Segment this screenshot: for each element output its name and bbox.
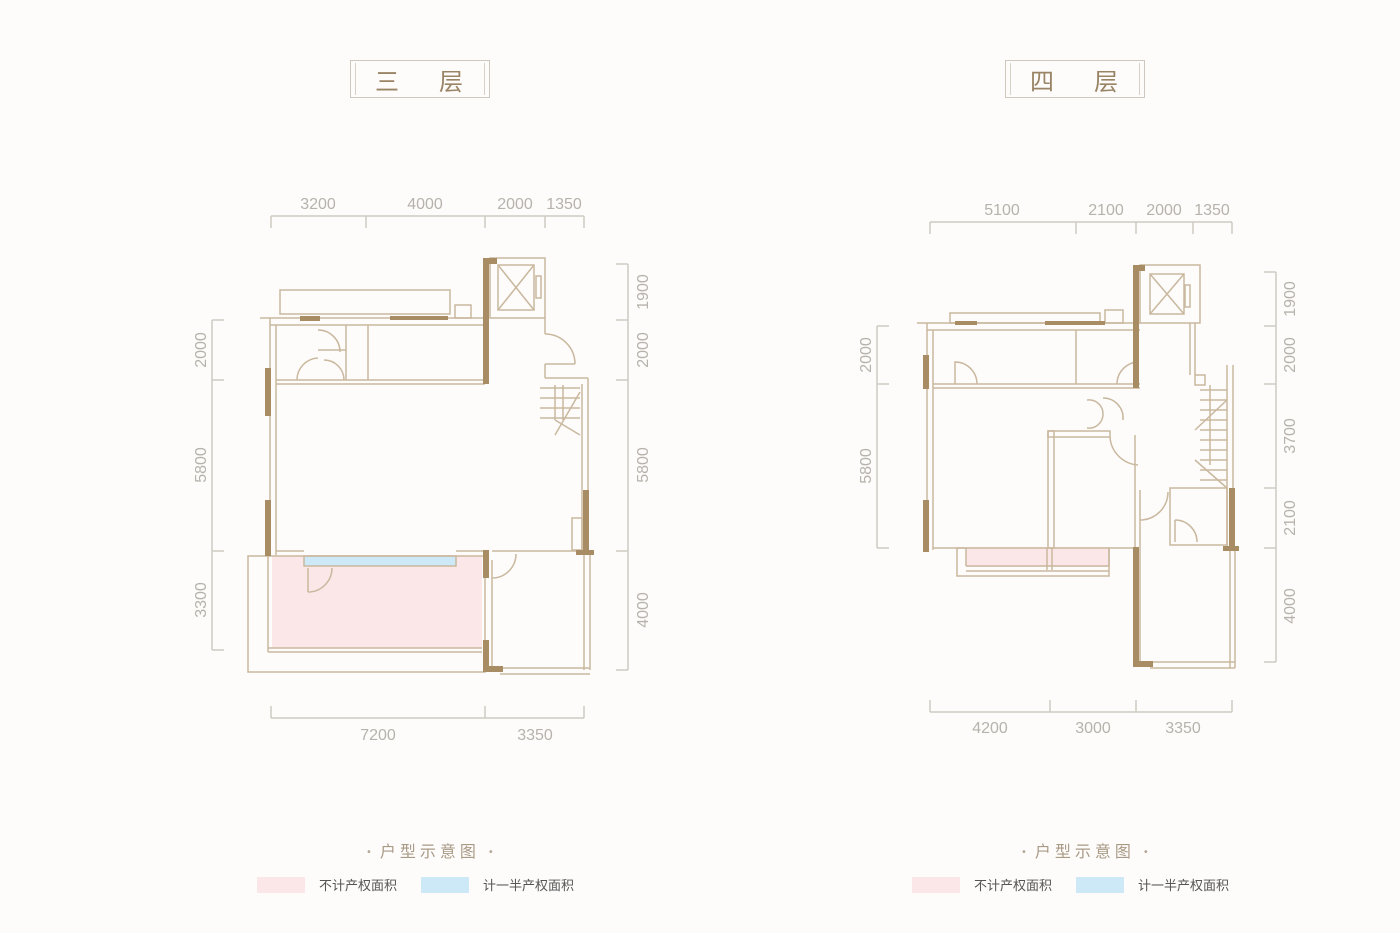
floor-4-structural-walls — [923, 265, 1239, 667]
floor-3-title-right: 层 — [439, 67, 465, 96]
floor-3-title: 三 层 — [350, 60, 490, 98]
floor-4-legend-title: •户型示意图• — [1021, 842, 1149, 861]
floor-4-title-left: 四 — [1030, 67, 1056, 96]
floor-3-title-left: 三 — [375, 67, 401, 96]
dim-top-1: 5100 — [984, 202, 1020, 219]
dim-top-3: 2000 — [497, 196, 533, 213]
dim-right-2: 2000 — [635, 332, 652, 368]
not-counted-swatch — [257, 876, 305, 893]
dim-bottom-1: 4200 — [972, 720, 1008, 737]
dim-left-2: 5800 — [858, 448, 875, 484]
half-counted-label: 计一半产权面积 — [483, 879, 575, 894]
dim-top-4: 1350 — [546, 196, 582, 213]
floor-3-plan: 3200 4000 2000 1350 7200 3350 2000 5800 … — [193, 196, 652, 744]
dim-left-1: 2000 — [858, 337, 875, 373]
floor-4-plan: 5100 2100 2000 1350 4200 3000 3350 2000 … — [858, 202, 1299, 737]
floor-4-panel: 四 层 5100 2100 2000 1350 4200 3000 3350 — [655, 0, 1355, 933]
dim-top-1: 3200 — [300, 196, 336, 213]
dim-right-3: 3700 — [1282, 418, 1299, 454]
dim-top-3: 2000 — [1146, 202, 1182, 219]
floor-3-legend-title: •户型示意图• — [366, 842, 494, 861]
floor-4-walls — [917, 264, 1236, 669]
dim-top-2: 2100 — [1088, 202, 1124, 219]
dim-top-4: 1350 — [1194, 202, 1230, 219]
half-counted-swatch — [421, 876, 470, 893]
half-counted-label: 计一半产权面积 — [1138, 879, 1230, 894]
dim-bottom-1: 7200 — [360, 727, 396, 744]
dim-bottom-2: 3000 — [1075, 720, 1111, 737]
dim-right-4: 2100 — [1282, 500, 1299, 536]
floor-4-legend: 不计产权面积 计一半产权面积 — [912, 875, 1253, 894]
dim-left-2: 5800 — [193, 447, 210, 483]
half-counted-area — [303, 555, 457, 567]
not-counted-label: 不计产权面积 — [974, 879, 1053, 894]
not-counted-area — [966, 547, 1109, 567]
dim-right-3: 5800 — [635, 447, 652, 483]
floor-4-title: 四 层 — [1005, 60, 1145, 98]
floor-3-dims-top — [270, 215, 585, 228]
floor-4-title-right: 层 — [1094, 67, 1120, 96]
dim-bottom-2: 3350 — [517, 727, 553, 744]
dim-left-3: 3300 — [193, 582, 210, 618]
dim-right-2: 2000 — [1282, 337, 1299, 373]
floor-3-walls — [247, 257, 591, 675]
dim-right-4: 4000 — [635, 592, 652, 628]
floor-3-legend: 不计产权面积 计一半产权面积 — [257, 875, 598, 894]
dim-right-5: 4000 — [1282, 588, 1299, 624]
dim-right-1: 1900 — [1282, 281, 1299, 317]
not-counted-label: 不计产权面积 — [319, 879, 398, 894]
dim-left-1: 2000 — [193, 332, 210, 368]
half-counted-swatch — [1076, 876, 1125, 893]
not-counted-area — [272, 556, 482, 648]
dim-top-2: 4000 — [407, 196, 443, 213]
not-counted-swatch — [912, 876, 960, 893]
dim-right-1: 1900 — [635, 274, 652, 310]
floor-3-panel: 三 层 3200 4000 2000 1350 7200 3350 — [193, 60, 652, 894]
floor-3-structural-walls — [265, 258, 594, 672]
dim-bottom-3: 3350 — [1165, 720, 1201, 737]
